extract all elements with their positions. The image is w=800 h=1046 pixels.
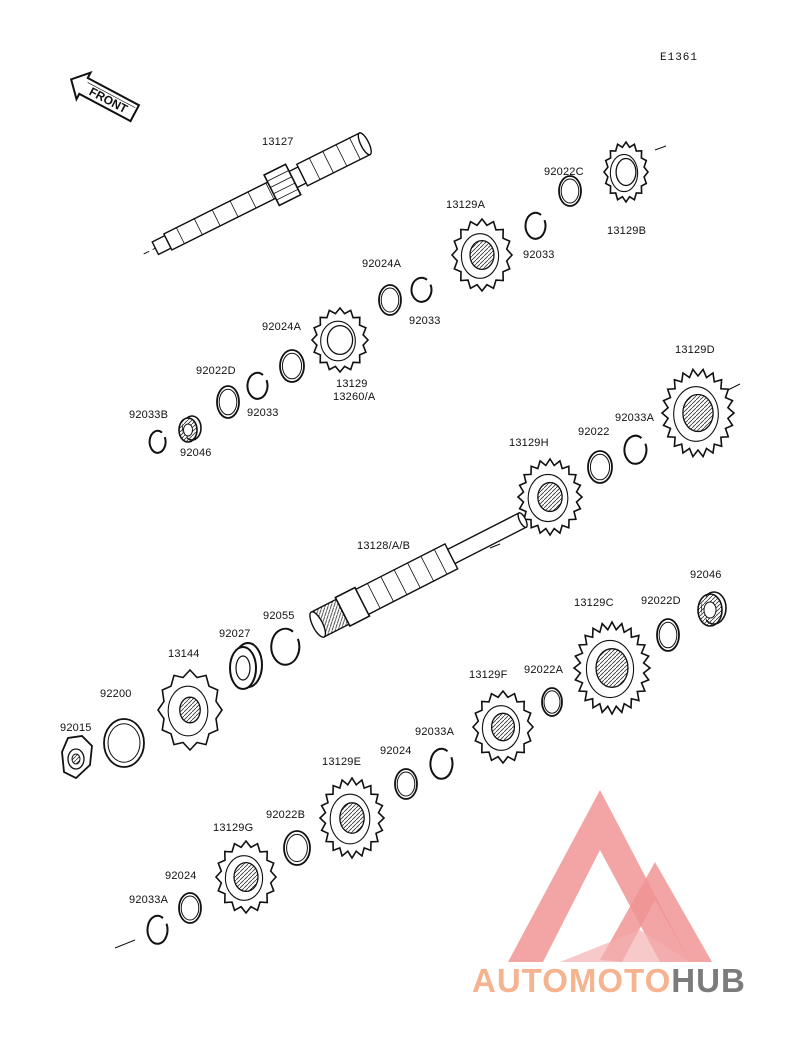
label-92033b: 92033B — [129, 409, 169, 421]
label-13129g: 13129G — [213, 822, 254, 834]
label-13129b: 13129B — [607, 225, 647, 237]
ring-92022 — [587, 450, 613, 484]
label-92022d-1: 92022D — [196, 365, 236, 377]
label-92024-2: 92024 — [165, 870, 197, 882]
label-13144: 13144 — [168, 648, 200, 660]
label-92033a-3: 92033A — [129, 894, 169, 906]
label-92024a-1: 92024A — [362, 258, 402, 270]
label-92033a-2: 92033A — [415, 726, 455, 738]
brand-part1: AUTOMOTO — [472, 962, 672, 999]
circlip-92033-mid — [410, 276, 433, 303]
label-92027: 92027 — [219, 628, 251, 640]
ring-92024a-2 — [279, 349, 305, 383]
ring-92024a-1 — [378, 284, 402, 316]
circlip-92033-low — [246, 371, 269, 400]
label-13129h: 13129H — [509, 437, 549, 449]
ring-92022b — [283, 830, 311, 866]
needle-bearing-92046-2 — [697, 591, 727, 627]
circlip-92033a-2 — [429, 747, 454, 780]
gear-13129a — [450, 217, 514, 293]
label-92033a-1: 92033A — [615, 412, 655, 424]
label-13128: 13128/A/B — [357, 540, 411, 552]
circlip-92033-top — [524, 211, 547, 240]
nut-92015 — [61, 735, 93, 780]
gear-13129c — [572, 620, 652, 716]
gear-13129h — [516, 457, 584, 537]
label-92200: 92200 — [100, 688, 132, 700]
sprocket-13144 — [157, 668, 223, 752]
label-13260a: 13260/A — [333, 391, 376, 403]
washer-92200 — [103, 718, 145, 768]
label-92022: 92022 — [578, 426, 610, 438]
ring-92024-2 — [178, 892, 202, 924]
label-92022b: 92022B — [266, 809, 306, 821]
gear-13129 — [310, 306, 370, 374]
label-13129f: 13129F — [469, 669, 508, 681]
gear-13129d — [660, 367, 736, 459]
ring-92022c — [558, 175, 582, 207]
circlip-92055 — [270, 627, 301, 666]
brand-part2: HUB — [671, 962, 746, 999]
label-92022d-2: 92022D — [641, 595, 681, 607]
label-92033-low: 92033 — [247, 407, 279, 419]
gear-13129e — [318, 776, 386, 860]
label-13129a: 13129A — [446, 199, 486, 211]
label-13129d: 13129D — [675, 344, 715, 356]
ring-92022d-2 — [656, 618, 680, 652]
label-92015: 92015 — [60, 722, 92, 734]
label-92046-2: 92046 — [690, 569, 722, 581]
front-arrow-icon: FRONT — [69, 70, 141, 123]
label-13129e: 13129E — [322, 756, 362, 768]
ring-92024-1 — [394, 768, 418, 800]
label-92024a-2: 92024A — [262, 321, 302, 333]
label-92024-1: 92024 — [380, 745, 412, 757]
input-shaft — [139, 132, 372, 257]
label-13127: 13127 — [262, 136, 294, 148]
label-92033-top: 92033 — [523, 249, 555, 261]
label-92022a: 92022A — [524, 664, 564, 676]
label-92022c: 92022C — [544, 166, 584, 178]
ring-92022d-1 — [216, 385, 240, 419]
circlip-92033a-1 — [623, 434, 648, 465]
label-92055: 92055 — [263, 610, 295, 622]
gear-13129f — [471, 689, 535, 765]
ring-92022a — [541, 687, 563, 717]
label-13129: 13129 — [336, 378, 368, 390]
label-92046-1: 92046 — [180, 447, 212, 459]
gear-13129g — [214, 839, 278, 915]
circlip-92033a-3 — [146, 914, 169, 945]
needle-bearing-92046-1 — [178, 415, 202, 443]
gear-13129b — [602, 140, 650, 204]
output-shaft — [309, 512, 528, 638]
brand-wordmark: AUTOMOTOHUB — [472, 964, 746, 998]
circlip-92033b — [148, 429, 167, 454]
brand-logo-icon — [508, 790, 712, 962]
label-13129c: 13129C — [574, 597, 614, 609]
label-92033-mid: 92033 — [409, 315, 441, 327]
bearing-92027 — [229, 642, 263, 690]
drawing-code: E1361 — [660, 52, 699, 64]
